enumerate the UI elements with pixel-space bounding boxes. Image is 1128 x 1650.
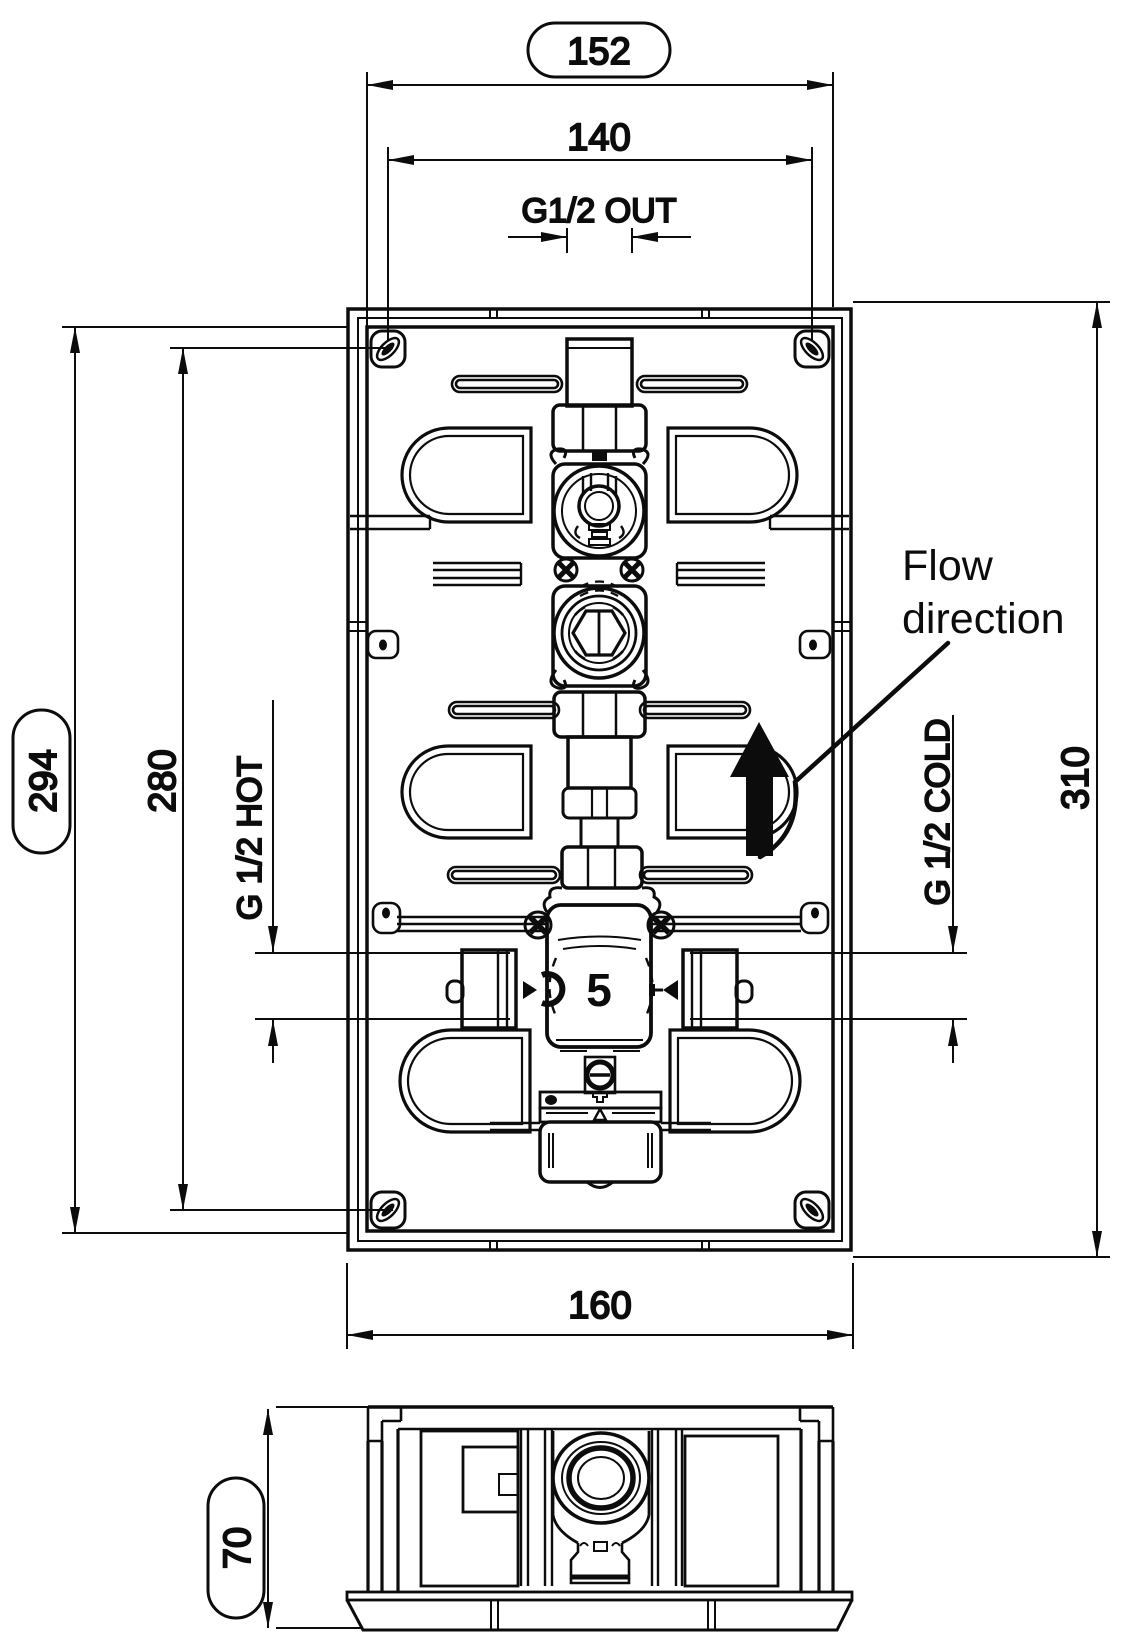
dim-152: 152 (366, 21, 834, 327)
side-view (345, 1405, 854, 1632)
hot-inlet-port (445, 948, 518, 1030)
dimensions: 152 140 G1/2 OUT 2 (11, 21, 1110, 1629)
cold-label: G 1/2 COLD (919, 718, 957, 905)
adjuster-screw (583, 1055, 617, 1095)
valve-top-nut (560, 845, 644, 890)
dim-70-label: 70 (217, 1527, 259, 1569)
valve-base-plates (490, 1090, 711, 1189)
wall-rails (350, 514, 849, 935)
plate-screws (553, 557, 645, 597)
dim-160: 160 (346, 1263, 854, 1349)
dim-outlet: G1/2 OUT (508, 191, 691, 253)
dim-310-label: 310 (1055, 746, 1097, 809)
flow-annotation: Flow direction (730, 542, 1065, 860)
valve-assembly (549, 337, 650, 849)
dim-152-badge (526, 21, 672, 79)
dim-160-label: 160 (568, 1285, 631, 1327)
dim-294-badge (11, 708, 72, 855)
dim-294-label: 294 (23, 749, 65, 812)
flow-label-line2: direction (902, 595, 1065, 643)
corner-screw-slot-br (793, 1190, 831, 1230)
hex-nut-small (561, 786, 638, 820)
side-shell (345, 1405, 854, 1632)
flow-direction-arrow-icon (730, 722, 789, 856)
box-shell (346, 307, 853, 1252)
lower-check-valve (551, 584, 648, 688)
side-interior (419, 1429, 780, 1588)
thermostatic-valve: 5 (445, 845, 754, 1189)
dim-140-label: 140 (567, 117, 630, 159)
dim-140: 140 (387, 116, 813, 340)
cold-inlet-port (681, 948, 754, 1030)
upper-check-valve (551, 462, 648, 560)
valve-screw-right (646, 910, 676, 940)
dim-280-label: 280 (142, 749, 184, 812)
valve-stem-pipe (579, 816, 620, 849)
hex-nut-mid (552, 690, 647, 739)
hot-symbol-icon (523, 971, 566, 1007)
mounting-cutouts (398, 426, 802, 1134)
side-valve-port (551, 1431, 651, 1585)
dim-cold: G 1/2 COLD (690, 715, 967, 1063)
valve-screw-left (523, 910, 553, 940)
riser-pipe (566, 735, 633, 790)
dim-152-label: 152 (567, 31, 630, 73)
front-view: 5 (346, 307, 853, 1252)
flow-label-line1: Flow (902, 542, 994, 590)
outlet-pipe (565, 337, 634, 408)
valve-logo: 5 (586, 964, 612, 1016)
dim-hot: G 1/2 HOT (230, 700, 510, 1063)
dim-70-badge (206, 1476, 266, 1620)
hot-label: G 1/2 HOT (231, 756, 269, 920)
hex-nut-top (551, 403, 648, 453)
outlet-label: G1/2 OUT (522, 192, 677, 230)
cold-symbol-icon (649, 980, 678, 1000)
dim-70: 70 (206, 1406, 368, 1629)
dim-280: 280 (141, 347, 393, 1211)
dim-294: 294 (11, 326, 348, 1234)
slot-bars (446, 374, 754, 885)
dim-310: 310 (853, 301, 1110, 1258)
